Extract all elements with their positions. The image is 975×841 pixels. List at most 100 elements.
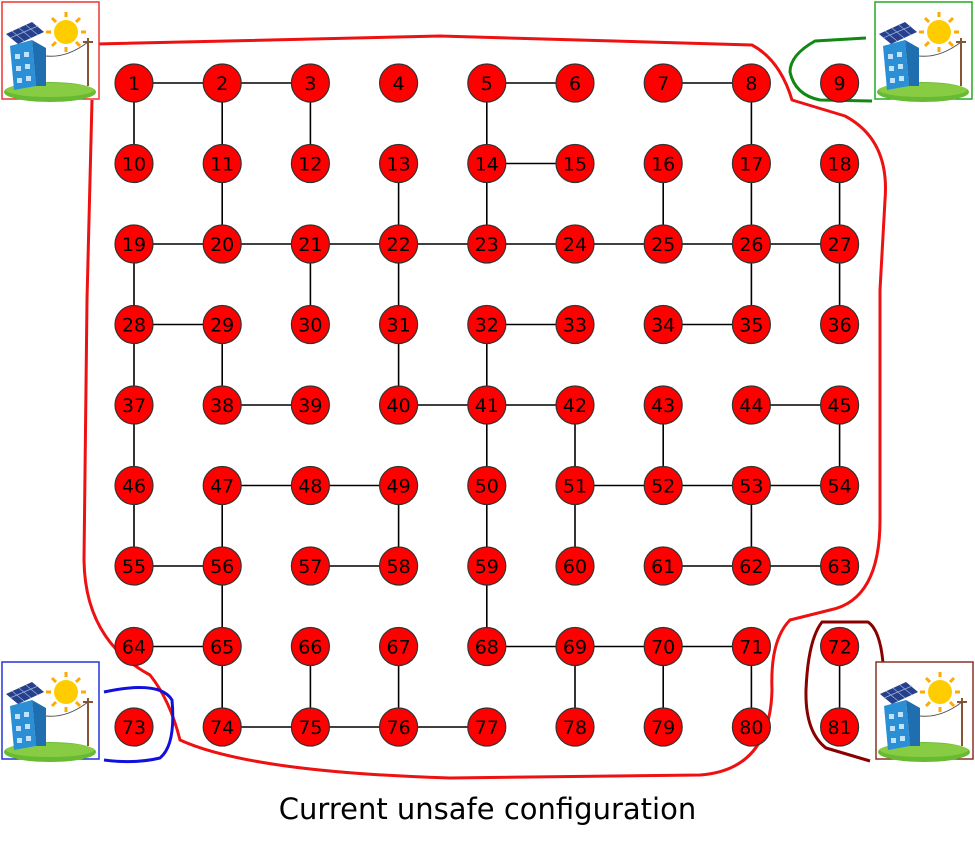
- node-label: 15: [563, 154, 587, 176]
- node-label: 9: [834, 73, 846, 95]
- node-circle: [202, 385, 242, 425]
- node-label: 22: [387, 234, 411, 256]
- node-label: 30: [298, 315, 322, 337]
- node-label: 56: [210, 556, 234, 578]
- node-circle: [731, 465, 772, 506]
- node-65: 65: [202, 626, 242, 667]
- node-2: 2: [202, 63, 242, 103]
- node-label: 6: [569, 73, 581, 95]
- node-67: 67: [379, 626, 419, 667]
- node-51: 51: [555, 465, 595, 506]
- node-circle: [731, 385, 772, 425]
- node-56: 56: [202, 546, 242, 586]
- node-label: 11: [210, 154, 234, 176]
- node-60: 60: [555, 546, 595, 586]
- node-circle: [467, 224, 507, 264]
- node-3: 3: [290, 63, 330, 103]
- node-circle: [290, 224, 330, 264]
- node-label: 4: [393, 73, 405, 95]
- node-10: 10: [114, 143, 154, 184]
- node-circle: [819, 63, 860, 103]
- node-label: 63: [828, 556, 852, 578]
- node-circle: [114, 465, 154, 506]
- node-32: 32: [467, 304, 507, 345]
- node-75: 75: [290, 707, 330, 747]
- node-20: 20: [202, 224, 242, 264]
- node-5: 5: [467, 63, 507, 103]
- node-label: 3: [304, 73, 316, 95]
- region-green: [788, 36, 873, 103]
- node-circle: [290, 546, 330, 586]
- node-46: 46: [114, 465, 154, 506]
- node-29: 29: [202, 304, 242, 345]
- node-label: 50: [475, 476, 499, 498]
- node-circle: [731, 707, 772, 747]
- node-27: 27: [819, 224, 860, 264]
- node-label: 41: [475, 395, 499, 417]
- node-circle: [819, 465, 860, 506]
- node-80: 80: [731, 707, 772, 747]
- node-label: 76: [387, 717, 411, 739]
- node-circle: [555, 224, 595, 264]
- node-35: 35: [731, 304, 772, 345]
- node-76: 76: [379, 707, 419, 747]
- node-label: 23: [475, 234, 499, 256]
- node-label: 80: [739, 717, 763, 739]
- node-label: 40: [387, 395, 411, 417]
- node-17: 17: [731, 143, 772, 184]
- node-label: 58: [387, 556, 411, 578]
- node-circle: [467, 465, 507, 506]
- node-78: 78: [555, 707, 595, 747]
- node-label: 79: [651, 717, 675, 739]
- node-42: 42: [555, 385, 595, 425]
- node-label: 77: [475, 717, 499, 739]
- node-label: 1: [128, 73, 140, 95]
- node-label: 13: [387, 154, 411, 176]
- source-top-right: [874, 1, 973, 104]
- node-circle: [643, 224, 683, 264]
- node-circle: [114, 143, 154, 184]
- node-circle: [467, 546, 507, 586]
- node-label: 12: [298, 154, 322, 176]
- node-circle: [643, 304, 683, 345]
- node-circle: [202, 224, 242, 264]
- node-1: 1: [114, 63, 154, 103]
- node-label: 75: [298, 717, 322, 739]
- node-label: 5: [481, 73, 493, 95]
- node-circle: [114, 224, 154, 264]
- node-label: 48: [298, 476, 322, 498]
- node-circle: [379, 224, 419, 264]
- node-circle: [643, 546, 683, 586]
- node-77: 77: [467, 707, 507, 747]
- node-49: 49: [379, 465, 419, 506]
- node-66: 66: [290, 626, 330, 667]
- node-circle: [819, 385, 860, 425]
- node-61: 61: [643, 546, 683, 586]
- node-label: 42: [563, 395, 587, 417]
- node-circle: [467, 385, 507, 425]
- node-73: 73: [114, 707, 154, 747]
- node-45: 45: [819, 385, 860, 425]
- node-label: 55: [122, 556, 146, 578]
- node-circle: [467, 707, 507, 747]
- node-label: 78: [563, 717, 587, 739]
- node-18: 18: [819, 143, 860, 184]
- node-53: 53: [731, 465, 772, 506]
- node-circle: [819, 224, 860, 264]
- node-63: 63: [819, 546, 860, 586]
- node-circle: [643, 626, 683, 667]
- caption: Current unsafe configuration: [278, 792, 697, 826]
- node-41: 41: [467, 385, 507, 425]
- node-6: 6: [555, 63, 595, 103]
- node-26: 26: [731, 224, 772, 264]
- node-circle: [379, 546, 419, 586]
- node-label: 14: [475, 154, 499, 176]
- node-label: 67: [387, 637, 411, 659]
- node-circle: [114, 626, 154, 667]
- node-circle: [555, 465, 595, 506]
- node-8: 8: [731, 63, 772, 103]
- node-circle: [555, 385, 595, 425]
- node-circle: [202, 626, 242, 667]
- node-label: 66: [298, 637, 322, 659]
- node-47: 47: [202, 465, 242, 506]
